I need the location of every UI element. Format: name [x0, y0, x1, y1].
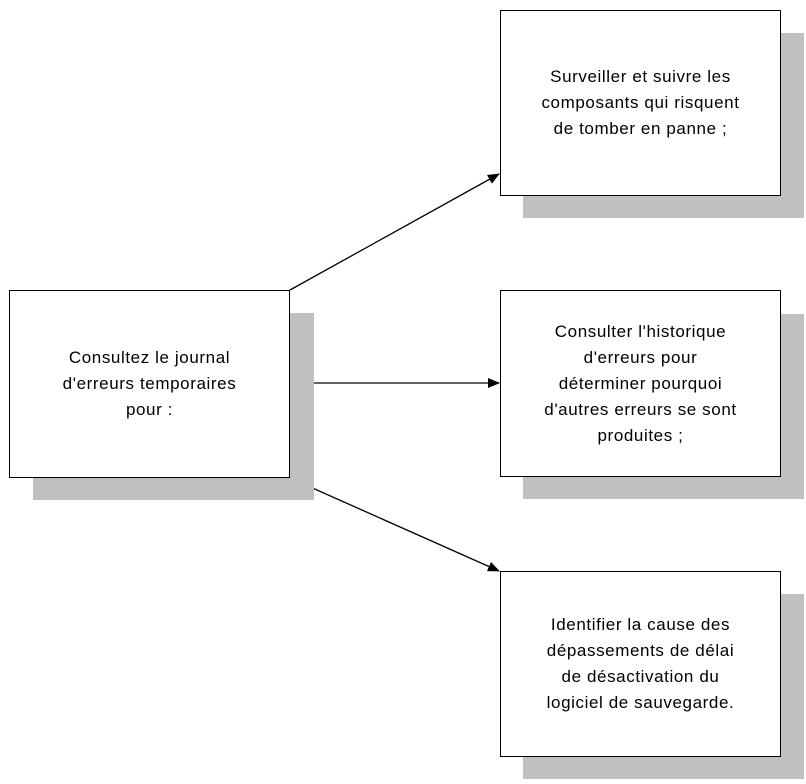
arrow-to-target-3: [289, 477, 500, 572]
arrow-to-target-1: [289, 173, 500, 291]
target-box-1: Surveiller et suivre les composants qui …: [500, 10, 781, 196]
source-box: Consultez le journal d'erreurs temporair…: [9, 290, 290, 478]
target-box-3: Identifier la cause des dépassements de …: [500, 571, 781, 757]
target-box-2: Consulter l'historique d'erreurs pour dé…: [500, 290, 781, 477]
